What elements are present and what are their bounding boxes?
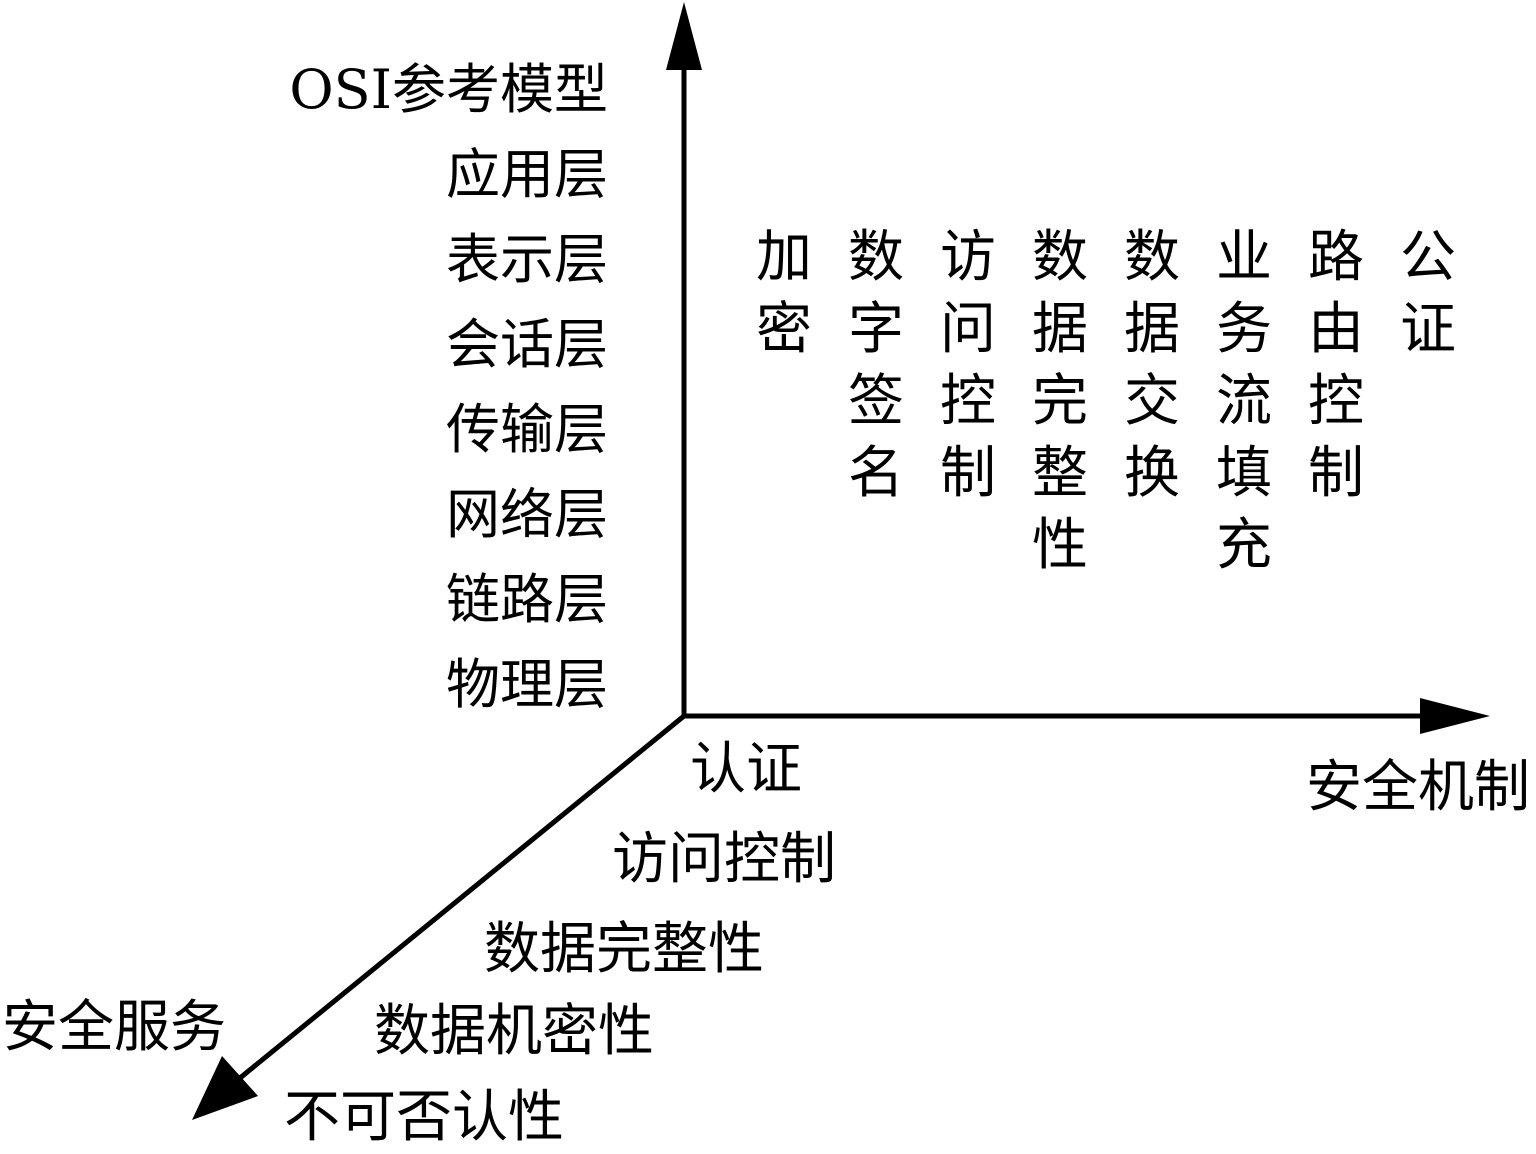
security-service: 数据完整性: [484, 917, 764, 982]
osi-model-column: OSI参考模型 应用层 表示层 会话层 传输层 网络层 链路层 物理层: [289, 58, 608, 716]
security-mechanism: 业务流填充: [1216, 225, 1272, 578]
security-mechanism: 访问控制: [940, 225, 996, 506]
security-service: 数据机密性: [374, 999, 654, 1064]
security-service: 访问控制: [612, 827, 836, 892]
osi-layer: 会话层: [446, 313, 608, 376]
security-service: 不可否认性: [284, 1085, 564, 1150]
security-mechanism: 加密: [756, 225, 812, 362]
security-mechanism: 数据交换: [1124, 225, 1180, 506]
security-mechanism: 数字签名: [848, 225, 904, 506]
vertical-axis-arrow-icon: [666, 2, 702, 70]
osi-layer: 网络层: [446, 483, 608, 546]
axes: [192, 2, 1490, 1120]
diagonal-axis-line: [238, 714, 686, 1080]
osi-model-title: OSI参考模型: [289, 58, 608, 121]
diagonal-axis-arrow-icon: [192, 1056, 258, 1120]
security-mechanism: 数据完整性: [1032, 225, 1088, 578]
osi-layer: 传输层: [446, 398, 608, 461]
horizontal-axis-arrow-icon: [1420, 698, 1490, 734]
osi-layer: 应用层: [446, 143, 608, 206]
security-mechanism-axis-label: 安全机制: [1306, 755, 1530, 820]
security-mechanism: 路由控制: [1308, 225, 1364, 506]
osi-layer: 物理层: [446, 653, 608, 716]
osi-layer: 表示层: [446, 228, 608, 291]
security-mechanism-columns: 加密 数字签名 访问控制 数据完整性 数据交换 业务流填充 路由控制 公证: [756, 225, 1456, 578]
security-service: 认证: [690, 737, 802, 802]
security-service-axis-label: 安全服务: [2, 995, 226, 1060]
security-mechanism: 公证: [1400, 225, 1456, 362]
security-service-list: 认证 访问控制 数据完整性 数据机密性 不可否认性: [284, 737, 836, 1150]
osi-layer: 链路层: [446, 568, 608, 631]
